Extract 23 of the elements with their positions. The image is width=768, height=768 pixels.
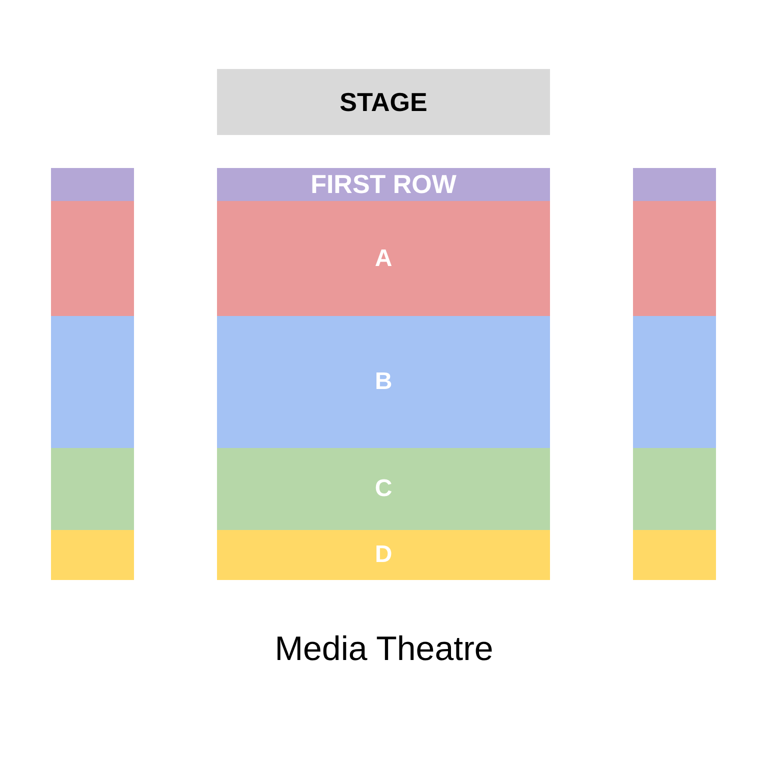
stage-label: STAGE: [340, 86, 428, 118]
side-seating-section: [51, 201, 134, 316]
venue-caption: Media Theatre: [274, 630, 494, 668]
stage-area: [217, 69, 550, 135]
seating-section: [217, 168, 550, 201]
side-seating-section: [51, 316, 134, 448]
side-seating-section: [633, 316, 716, 448]
side-seating-section: [633, 530, 716, 580]
seating-section: [217, 201, 550, 316]
side-seating-section: [51, 168, 134, 201]
section-label: B: [374, 368, 392, 396]
section-label: C: [374, 475, 392, 503]
side-seating-section: [633, 448, 716, 530]
section-label: D: [374, 541, 392, 569]
section-label: A: [374, 244, 392, 272]
side-seating-section: [51, 448, 134, 530]
side-seating-section: [51, 530, 134, 580]
seating-section: [217, 316, 550, 448]
seating-section: [217, 448, 550, 530]
seating-section: [217, 530, 550, 580]
side-seating-section: [633, 201, 716, 316]
side-seating-section: [633, 168, 716, 201]
section-label: FIRST ROW: [310, 169, 456, 200]
